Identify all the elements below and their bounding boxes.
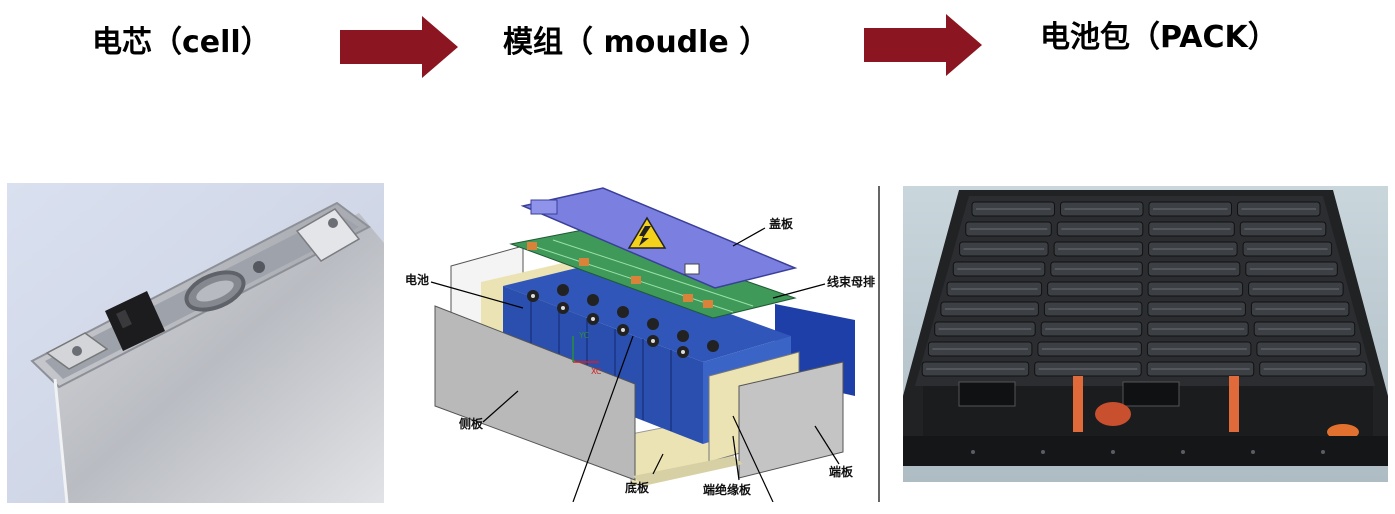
label-end-insul: 端绝缘板 (703, 483, 752, 497)
warning-triangle-icon (627, 216, 667, 249)
module-exploded-diagram: 盖板 线束母排 电池 侧板 底板 端绝缘板 端板 XC YC (403, 186, 881, 502)
axis-label-xc: XC (591, 367, 602, 376)
cell-title: 电芯（cell） (92, 25, 271, 60)
right-arrow-icon (340, 16, 458, 78)
label-battery: 电池 (405, 273, 430, 287)
label-harness: 线束母排 (827, 275, 876, 289)
label-side-plate: 侧板 (459, 417, 484, 431)
cell-photo (7, 183, 384, 503)
axis-label-yc: YC (579, 331, 590, 340)
label-end-plate: 端板 (829, 465, 854, 479)
pack-photo (903, 186, 1388, 482)
label-bottom: 底板 (625, 481, 650, 495)
right-arrow-icon (864, 14, 982, 76)
pack-title: 电池包（PACK） (1040, 20, 1278, 55)
module-title: 模组（ moudle ） (503, 25, 770, 60)
label-cover: 盖板 (769, 217, 794, 231)
